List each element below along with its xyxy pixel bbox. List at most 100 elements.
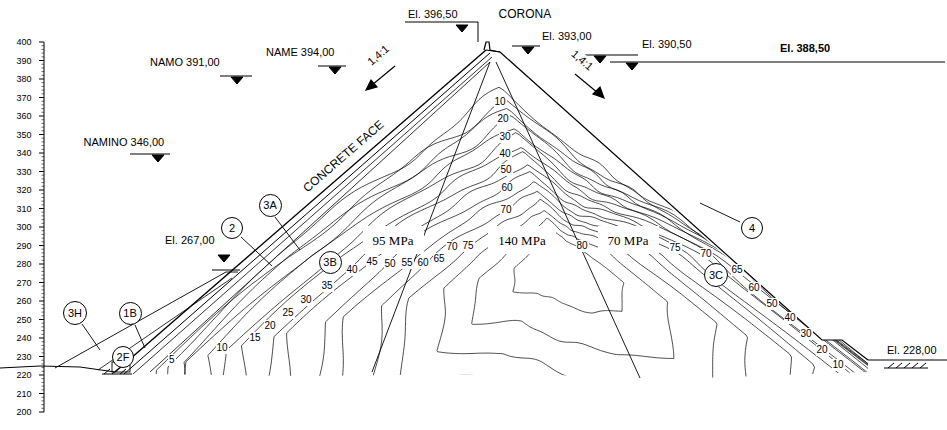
- downstream-face: [484, 42, 868, 360]
- stress-contour: [336, 182, 816, 430]
- axis-tick: [42, 212, 45, 213]
- axis-tick: [42, 286, 45, 287]
- axis-tick: [42, 175, 45, 176]
- contour-value: 45: [366, 256, 379, 268]
- callout-text: 140 MPa: [498, 234, 545, 247]
- axis-tick: [39, 116, 44, 117]
- drawing-part: [152, 155, 164, 162]
- axis-label: 400: [16, 37, 33, 47]
- axis-tick: [42, 186, 45, 187]
- axis-tick: [42, 271, 45, 272]
- callout-text: 2: [229, 223, 235, 234]
- axis-tick: [42, 82, 45, 83]
- leader-lines: [82, 203, 740, 350]
- drawing-part: [212, 270, 240, 271]
- axis-tick: [42, 141, 45, 142]
- axis-tick: [42, 67, 45, 68]
- axis-label: 230: [16, 352, 33, 362]
- contour-value: 40: [346, 264, 359, 276]
- stress-contour: [296, 172, 848, 430]
- drawing-part: [593, 87, 604, 98]
- axis-tick: [39, 375, 44, 376]
- axis-tick: [42, 326, 45, 327]
- axis-label: 390: [16, 56, 33, 66]
- drawing-part: [220, 76, 252, 77]
- drawing-part: [82, 324, 100, 350]
- axis-tick: [42, 112, 45, 113]
- drawing-part: [218, 255, 230, 262]
- drawing-part: [150, 62, 490, 372]
- stress-box: 140 MPa: [488, 226, 556, 254]
- axis-tick: [42, 352, 45, 353]
- axis-tick: [42, 386, 45, 387]
- contour-value: 75: [669, 242, 682, 254]
- axis-tick: [42, 397, 45, 398]
- stress-contour: [139, 99, 935, 430]
- contour-value: 25: [282, 307, 295, 319]
- contour-value: 65: [433, 253, 446, 265]
- axis-tick: [42, 182, 45, 183]
- axis-tick: [42, 178, 45, 179]
- axis-tick: [42, 249, 45, 250]
- elevation-label: 1,4:1: [568, 46, 596, 73]
- zone-callout: 1B: [119, 302, 142, 325]
- callout-text: 4: [749, 223, 755, 234]
- contour-value: 60: [501, 182, 514, 194]
- axis-tick: [42, 330, 45, 331]
- axis-label: 260: [16, 296, 33, 306]
- axis-label: 380: [16, 74, 33, 84]
- axis-tick: [42, 275, 45, 276]
- callout-text: 3B: [323, 257, 336, 268]
- axis-tick: [42, 149, 45, 150]
- axis-tick: [39, 227, 44, 228]
- stress-box: 70 MPa: [598, 226, 659, 254]
- drawing-part: [372, 66, 395, 85]
- contour-value: 40: [499, 148, 512, 160]
- stress-contour: [182, 129, 936, 430]
- stress-contour: [472, 218, 674, 358]
- drawing-part: [496, 62, 640, 378]
- elevation-label: 1,4:1: [364, 41, 392, 68]
- axis-tick: [42, 260, 45, 261]
- contour-value: 50: [384, 258, 397, 270]
- axis-tick: [39, 412, 44, 413]
- axis-tick: [42, 204, 45, 205]
- axis-tick: [39, 282, 44, 283]
- elevation-label: El. 393,00: [541, 30, 593, 43]
- axis-tick: [39, 190, 44, 191]
- axis-label: 280: [16, 259, 33, 269]
- callout-text: 1B: [123, 308, 136, 319]
- axis-ticks: [39, 42, 44, 412]
- stress-contour: [238, 152, 892, 430]
- stress-contours: [117, 87, 947, 430]
- drawing-part: [124, 53, 490, 374]
- zone-callout: 2F: [112, 346, 134, 368]
- axis-label: 250: [16, 315, 33, 325]
- contour-value: 20: [816, 344, 829, 356]
- axis-tick: [42, 400, 45, 401]
- axis-tick: [42, 252, 45, 253]
- axis-label: 340: [16, 148, 33, 158]
- stress-contour: [280, 165, 869, 430]
- axis-label: 300: [16, 222, 33, 232]
- contour-value: 60: [417, 257, 430, 269]
- axis-tick: [42, 341, 45, 342]
- drawing-part: [626, 63, 638, 70]
- axis-tick: [42, 238, 45, 239]
- drawing-part: [522, 47, 534, 54]
- axis-label: 360: [16, 111, 33, 121]
- drawing-part: [512, 46, 540, 47]
- zone-callout: 3H: [63, 301, 87, 325]
- drawing-part: [329, 67, 341, 74]
- contour-value: 30: [800, 328, 813, 340]
- axis-tick: [42, 334, 45, 335]
- drawing-part: [98, 278, 232, 370]
- elevation-label: El. 390,50: [641, 38, 693, 51]
- axis-tick: [42, 138, 45, 139]
- axis-label: 210: [16, 389, 33, 399]
- elevation-label: El. 396,50: [407, 8, 459, 21]
- axis-label: 370: [16, 93, 33, 103]
- axis-tick: [42, 90, 45, 91]
- axis-tick: [39, 319, 44, 320]
